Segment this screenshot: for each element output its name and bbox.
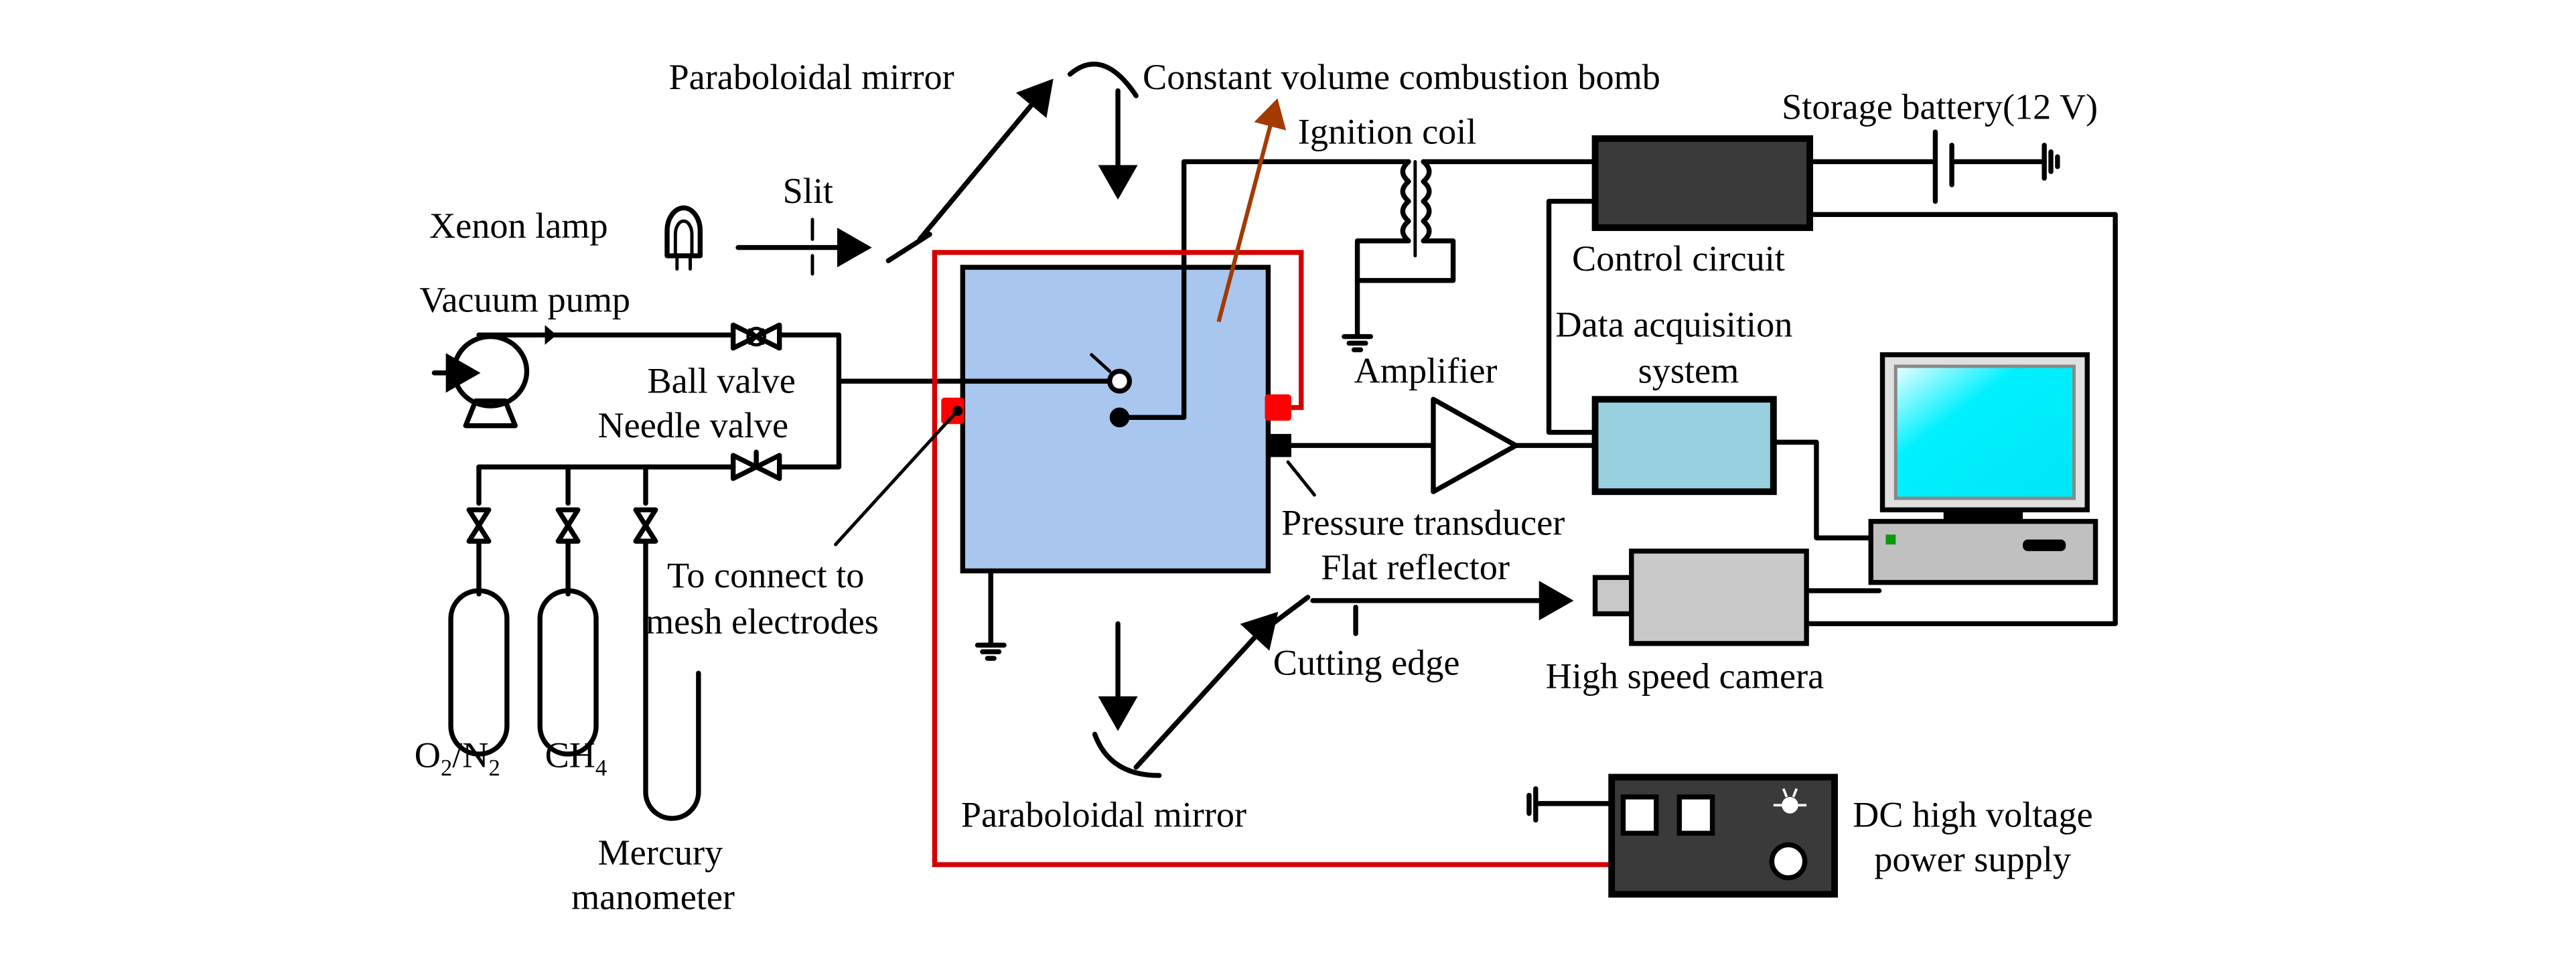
dc-supply-display-1 [1620, 794, 1659, 836]
mesh-electrode-terminal-right [1265, 394, 1291, 421]
flat-reflector-icon [1265, 595, 1311, 630]
xenon-lamp-icon [664, 205, 703, 271]
schlieren-optics [664, 62, 1574, 778]
manometer-valve-icon [633, 507, 658, 544]
label-paraboloidal-mirror-bottom: Paraboloidal mirror [961, 794, 1246, 834]
bottle-valve-o2-icon [466, 507, 492, 544]
computer-screen [1893, 364, 2076, 500]
dc-supply-knob [1769, 842, 1808, 881]
label-connect-2: mesh electrodes [646, 601, 879, 642]
computer-case [1868, 518, 2098, 585]
indicator-light-icon [1773, 788, 1807, 814]
bottle-valve-ch4-icon [555, 507, 581, 544]
label-ball-valve: Ball valve [647, 360, 795, 400]
ball-valve-icon [730, 322, 782, 351]
ignition-circuit [1342, 129, 2118, 627]
pressure-transducer [1268, 433, 1291, 457]
paraboloidal-mirror-top-icon [1067, 62, 1139, 98]
measurement-chain [1286, 352, 2098, 646]
dc-supply-display-2 [1676, 794, 1715, 836]
paraboloidal-mirror-bottom-icon [1092, 731, 1162, 778]
gas-supply-system [431, 322, 956, 821]
labels: Paraboloidal mirror Constant volume comb… [415, 57, 2098, 917]
label-gas-o2-n2: O2/N2 [415, 735, 500, 781]
storage-battery-icon [1932, 129, 2060, 204]
ignition-coil-icon [1342, 159, 1598, 353]
gas-bottle-o2-n2-icon [448, 588, 510, 757]
label-mercury-1: Mercury [597, 832, 723, 873]
label-data-acquisition-1: Data acquisition [1555, 305, 1792, 345]
label-vacuum-pump: Vacuum pump [419, 280, 630, 320]
label-cutting-edge: Cutting edge [1273, 643, 1460, 683]
computer-power-led [1885, 534, 1896, 545]
label-xenon-lamp: Xenon lamp [429, 206, 608, 246]
label-paraboloidal-mirror-top: Paraboloidal mirror [668, 57, 954, 97]
spark-electrode-upper [1107, 368, 1133, 394]
amplifier-icon [1431, 396, 1518, 494]
label-combustion-bomb: Constant volume combustion bomb [1143, 57, 1660, 97]
label-amplifier: Amplifier [1354, 351, 1498, 391]
label-dc-supply-1: DC high voltage [1853, 794, 2093, 834]
high-voltage-wiring [932, 250, 1612, 867]
label-dc-supply-2: power supply [1874, 839, 2071, 879]
label-data-acquisition-2: system [1638, 351, 1739, 391]
label-control-circuit: Control circuit [1572, 238, 1785, 279]
dc-power-supply [1526, 774, 1838, 898]
label-needle-valve: Needle valve [597, 405, 788, 445]
computer-icon [1868, 352, 2098, 585]
label-slit: Slit [783, 171, 833, 211]
label-ignition-coil: Ignition coil [1298, 111, 1477, 151]
mercury-manometer-icon [643, 538, 701, 821]
label-connect-1: To connect to [667, 555, 864, 595]
combustion-bomb [836, 159, 1373, 661]
gas-bottle-ch4-icon [537, 588, 599, 757]
label-storage-battery: Storage battery(12 V) [1782, 86, 2098, 127]
label-gas-ch4: CH4 [545, 735, 607, 781]
label-mercury-2: manometer [571, 877, 735, 917]
label-high-speed-camera: High speed camera [1546, 656, 1824, 696]
high-speed-camera-icon [1592, 548, 1809, 646]
label-flat-reflector: Flat reflector [1321, 547, 1510, 587]
data-acquisition-box [1591, 396, 1777, 496]
label-pressure-transducer: Pressure transducer [1281, 502, 1565, 542]
vacuum-pump-icon [431, 334, 530, 429]
needle-valve-icon [730, 449, 782, 482]
control-circuit-box [1591, 135, 1813, 231]
